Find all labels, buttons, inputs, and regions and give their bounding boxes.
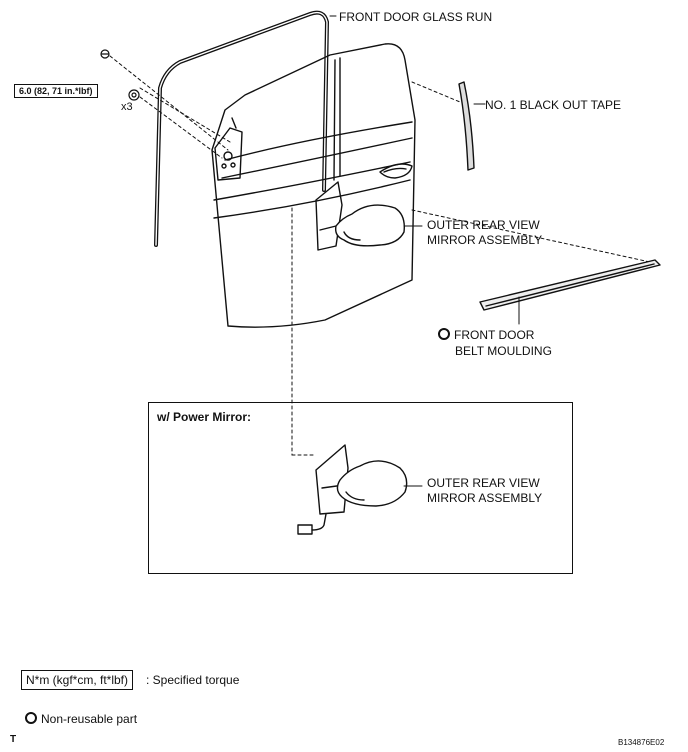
mirror-label-line2: MIRROR ASSEMBLY <box>427 233 543 247</box>
figure-id: B134876E02 <box>618 738 665 747</box>
mirror-label-line1: OUTER REAR VIEW <box>427 218 540 232</box>
power-mirror-inset: w/ Power Mirror: <box>148 402 573 574</box>
outer-rear-view-mirror <box>315 181 423 251</box>
glass-run-label: FRONT DOOR GLASS RUN <box>339 10 493 24</box>
front-door-panel <box>211 43 416 328</box>
power-outer-rear-view-mirror <box>297 444 423 535</box>
black-out-tape <box>458 81 486 171</box>
mounting-bolt <box>100 49 110 59</box>
mounting-nut <box>128 89 140 101</box>
non-reusable-icon <box>438 328 450 340</box>
dashed-leaders <box>109 55 651 456</box>
belt-moulding <box>479 259 661 325</box>
black-out-tape-label: NO. 1 BLACK OUT TAPE <box>485 98 622 112</box>
inset-title: w/ Power Mirror: <box>157 410 252 424</box>
inset-mirror-label-line1: OUTER REAR VIEW <box>427 476 540 490</box>
quantity-label: x3 <box>121 101 133 113</box>
belt-moulding-label-line1: FRONT DOOR <box>438 328 534 342</box>
legend-non-reusable: Non-reusable part <box>25 712 137 726</box>
inset-mirror-label-line2: MIRROR ASSEMBLY <box>427 491 543 505</box>
torque-spec-box: 6.0 (82, 71 in.*lbf) <box>14 84 98 98</box>
legend-torque-desc: : Specified torque <box>146 673 240 687</box>
belt-moulding-label-line2: BELT MOULDING <box>455 344 552 358</box>
legend-torque-units: N*m (kgf*cm, ft*lbf) <box>21 670 134 690</box>
corner-mark: T <box>10 734 17 745</box>
front-door-glass-run <box>154 10 337 247</box>
non-reusable-icon <box>25 712 37 724</box>
